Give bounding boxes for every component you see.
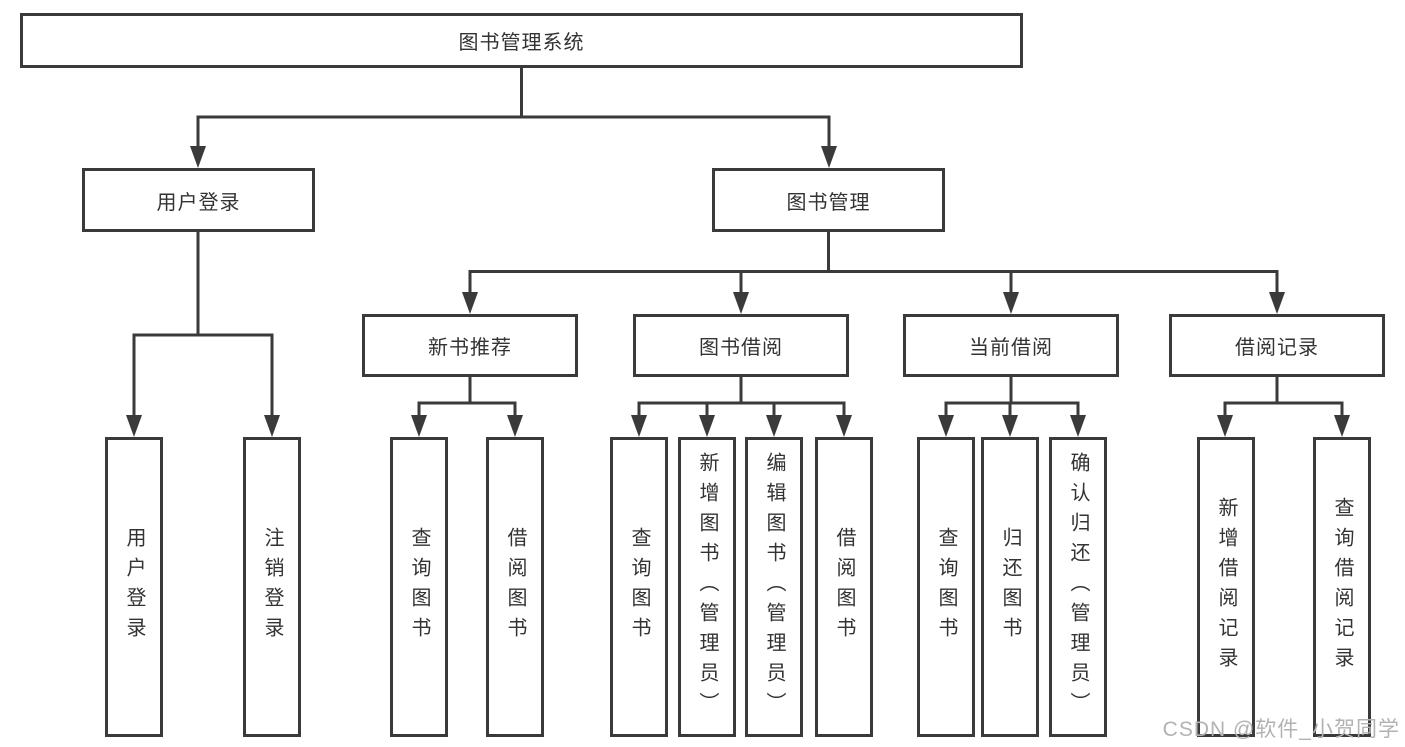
- node-new-book-recommend-label: 新书推荐: [428, 337, 512, 359]
- connector-borrow-records-to-leaves: [1223, 377, 1344, 417]
- leaf-query-books-borrow: 查询图书: [610, 437, 668, 737]
- leaf-add-books-admin: 新增图书（管理员）: [678, 437, 736, 737]
- connector-book-borrow-to-leaves: [637, 377, 846, 417]
- connector-new-book-to-leaves: [417, 377, 517, 417]
- arrowhead: [411, 415, 427, 437]
- leaf-user-login-label: 用户登录: [123, 527, 145, 647]
- arrowhead: [821, 146, 837, 168]
- node-book-borrow-label: 图书借阅: [699, 337, 783, 359]
- arrowhead: [1217, 415, 1233, 437]
- node-book-borrow: 图书借阅: [633, 314, 849, 377]
- leaf-borrow-books: 借阅图书: [815, 437, 873, 737]
- arrowhead: [190, 146, 206, 168]
- arrowhead: [507, 415, 523, 437]
- node-user-login-label: 用户登录: [156, 191, 241, 214]
- leaf-edit-books-admin: 编辑图书（管理员）: [745, 437, 803, 737]
- node-current-borrow: 当前借阅: [903, 314, 1119, 377]
- arrowhead: [631, 415, 647, 437]
- leaf-return-books-label: 归还图书: [999, 527, 1021, 647]
- arrowhead: [733, 292, 749, 314]
- arrowhead: [1003, 292, 1019, 314]
- leaf-borrow-books-recommend: 借阅图书: [486, 437, 544, 737]
- leaf-confirm-return-admin-label: 确认归还（管理员）: [1067, 452, 1089, 722]
- leaf-confirm-return-admin: 确认归还（管理员）: [1049, 437, 1107, 737]
- arrowhead: [1269, 292, 1285, 314]
- arrowhead: [264, 415, 280, 437]
- node-library-system: 图书管理系统: [20, 13, 1023, 68]
- arrowheads: [126, 146, 1350, 437]
- arrowhead: [699, 415, 715, 437]
- leaf-logout: 注销登录: [243, 437, 301, 737]
- node-new-book-recommend: 新书推荐: [362, 314, 578, 377]
- leaf-edit-books-admin-label: 编辑图书（管理员）: [763, 452, 785, 722]
- node-book-management-label: 图书管理: [786, 191, 871, 214]
- arrowhead: [938, 415, 954, 437]
- leaf-query-borrow-record: 查询借阅记录: [1313, 437, 1371, 737]
- leaf-add-borrow-record: 新增借阅记录: [1197, 437, 1255, 737]
- node-library-system-label: 图书管理系统: [458, 32, 585, 54]
- leaf-query-books-current-label: 查询图书: [935, 527, 957, 647]
- node-current-borrow-label: 当前借阅: [969, 337, 1053, 359]
- leaf-add-borrow-record-label: 新增借阅记录: [1215, 497, 1237, 677]
- csdn-watermark: CSDN @软件_小贺同学: [1162, 718, 1400, 741]
- node-book-management: 图书管理: [712, 168, 945, 232]
- node-borrow-records-label: 借阅记录: [1235, 337, 1319, 359]
- leaf-borrow-books-label: 借阅图书: [833, 527, 855, 647]
- leaf-query-borrow-record-label: 查询借阅记录: [1331, 497, 1353, 677]
- leaf-logout-label: 注销登录: [261, 527, 283, 647]
- arrowhead: [766, 415, 782, 437]
- arrowhead: [1334, 415, 1350, 437]
- leaf-borrow-books-recommend-label: 借阅图书: [504, 527, 526, 647]
- leaf-query-books-current: 查询图书: [917, 437, 975, 737]
- arrowhead: [462, 292, 478, 314]
- connector-root-to-level2: [196, 68, 831, 148]
- connector-current-borrow-to-leaves: [944, 377, 1080, 417]
- node-borrow-records: 借阅记录: [1169, 314, 1385, 377]
- connector-book-management-to-level3: [468, 232, 1279, 294]
- leaf-add-books-admin-label: 新增图书（管理员）: [696, 452, 718, 722]
- arrowhead: [1002, 415, 1018, 437]
- leaf-return-books: 归还图书: [981, 437, 1039, 737]
- arrowhead: [836, 415, 852, 437]
- arrowhead: [1070, 415, 1086, 437]
- leaf-query-books-recommend: 查询图书: [390, 437, 448, 737]
- arrowhead: [126, 415, 142, 437]
- leaf-user-login: 用户登录: [105, 437, 163, 737]
- leaf-query-books-borrow-label: 查询图书: [628, 527, 650, 647]
- connector-user-login-to-leaves: [132, 232, 274, 417]
- node-user-login: 用户登录: [82, 168, 315, 232]
- leaf-query-books-recommend-label: 查询图书: [408, 527, 430, 647]
